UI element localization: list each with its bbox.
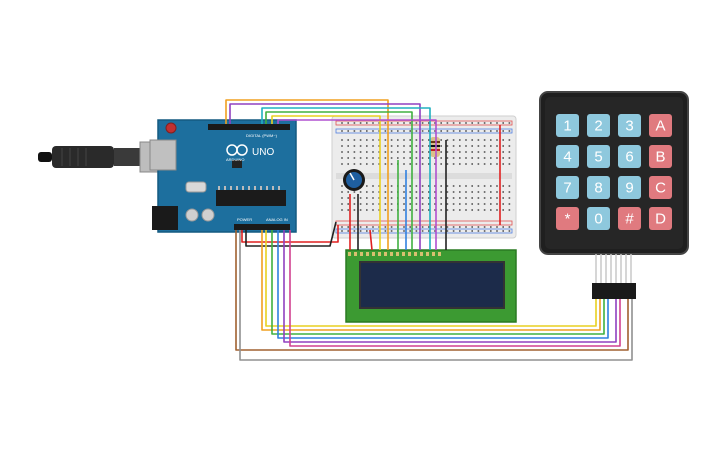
arduino-logo bbox=[226, 144, 248, 156]
key-label: 1 bbox=[563, 118, 571, 135]
key-label: # bbox=[625, 211, 634, 228]
key-b[interactable]: B bbox=[649, 145, 672, 168]
wire-purple-top bbox=[229, 103, 421, 250]
key-face bbox=[618, 176, 641, 199]
wire-yellow-bottom bbox=[265, 230, 597, 327]
power-analog-header bbox=[234, 224, 290, 230]
resistor bbox=[430, 137, 440, 157]
wire-yellow-top bbox=[271, 115, 381, 250]
key-label: 7 bbox=[563, 180, 571, 197]
lcd-pin-header bbox=[348, 252, 441, 256]
wire-green-bottom bbox=[271, 230, 605, 335]
wire-purple2-top bbox=[277, 119, 437, 250]
digital-label: DIGITAL (PWM~) bbox=[246, 133, 278, 138]
power-label: POWER bbox=[237, 217, 252, 222]
potentiometer[interactable] bbox=[343, 169, 365, 191]
wires bbox=[225, 99, 633, 361]
key-c[interactable]: C bbox=[649, 176, 672, 199]
wire-black-gnd bbox=[245, 221, 337, 247]
key-label: 2 bbox=[594, 118, 602, 135]
breadboard[interactable] bbox=[331, 115, 517, 239]
wire-gray-bottom bbox=[239, 230, 633, 361]
key-face bbox=[618, 114, 641, 137]
wire-green-top bbox=[265, 111, 413, 250]
key-7[interactable]: 7 bbox=[556, 176, 579, 199]
key-label: 5 bbox=[594, 149, 602, 166]
key-face bbox=[618, 145, 641, 168]
key-face bbox=[587, 114, 610, 137]
wire-cyan-top bbox=[261, 107, 431, 250]
board-name-label: UNO bbox=[252, 147, 274, 158]
breadboard-holes bbox=[341, 122, 511, 232]
key-face bbox=[649, 207, 672, 230]
key-label: * bbox=[565, 211, 571, 228]
arduino-board[interactable]: UNO ARDUINO DIGITAL (PWM~) POWER ANALOG … bbox=[149, 119, 297, 233]
analog-label: ANALOG IN bbox=[266, 217, 288, 222]
wire-brown-bottom bbox=[235, 230, 629, 351]
key-face bbox=[587, 207, 610, 230]
microcontroller-chip bbox=[216, 190, 286, 206]
key-face bbox=[649, 145, 672, 168]
key-face bbox=[556, 176, 579, 199]
keypad-ribbon bbox=[595, 254, 632, 283]
keypad-connector bbox=[592, 283, 636, 299]
key-face bbox=[556, 145, 579, 168]
key-d[interactable]: D bbox=[649, 207, 672, 230]
key-0[interactable]: 0 bbox=[587, 207, 610, 230]
key-label: A bbox=[655, 118, 665, 135]
wire-blue-bottom bbox=[277, 230, 609, 339]
wire-pink-bottom bbox=[289, 230, 621, 347]
key-a[interactable]: A bbox=[649, 114, 672, 137]
key-label: 8 bbox=[594, 180, 602, 197]
key-label: C bbox=[655, 180, 666, 197]
key-face bbox=[649, 176, 672, 199]
key-6[interactable]: 6 bbox=[618, 145, 641, 168]
key-label: 0 bbox=[594, 211, 602, 228]
key-label: 3 bbox=[625, 118, 633, 135]
key-4[interactable]: 4 bbox=[556, 145, 579, 168]
lcd-display[interactable] bbox=[345, 249, 517, 323]
wire-orange-top bbox=[225, 99, 389, 250]
key-face bbox=[649, 114, 672, 137]
key-face bbox=[556, 114, 579, 137]
wire-purple-bottom bbox=[283, 230, 617, 343]
key-label: B bbox=[655, 149, 665, 166]
key-label: 9 bbox=[625, 180, 633, 197]
key-1[interactable]: 1 bbox=[556, 114, 579, 137]
key-star[interactable]: * bbox=[556, 207, 579, 230]
key-face bbox=[587, 145, 610, 168]
key-hash[interactable]: # bbox=[618, 207, 641, 230]
key-face bbox=[587, 176, 610, 199]
key-label: D bbox=[655, 211, 666, 228]
digital-header bbox=[208, 124, 290, 130]
keypad[interactable]: 1 2 3 A 4 5 6 B 7 8 9 C * 0 # D bbox=[539, 91, 689, 299]
key-label: 4 bbox=[563, 149, 571, 166]
key-face bbox=[618, 207, 641, 230]
reset-button[interactable] bbox=[165, 122, 177, 134]
wire-orange-bottom bbox=[261, 230, 601, 331]
key-2[interactable]: 2 bbox=[587, 114, 610, 137]
key-face bbox=[556, 207, 579, 230]
key-9[interactable]: 9 bbox=[618, 176, 641, 199]
key-3[interactable]: 3 bbox=[618, 114, 641, 137]
key-8[interactable]: 8 bbox=[587, 176, 610, 199]
key-label: 6 bbox=[625, 149, 633, 166]
wire-red-bb3 bbox=[369, 229, 373, 251]
key-5[interactable]: 5 bbox=[587, 145, 610, 168]
board-brand-label: ARDUINO bbox=[226, 157, 244, 162]
